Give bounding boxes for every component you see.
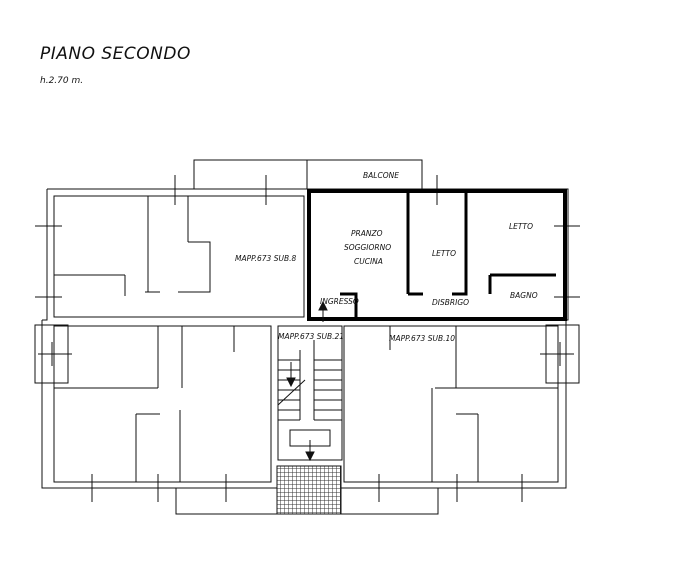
highlighted-unit [307, 189, 567, 321]
upper-outer-wall [42, 188, 569, 321]
label-ingresso: INGRESSO [320, 297, 359, 306]
stairwell [277, 325, 343, 461]
label-cucina: CUCINA [354, 257, 383, 266]
page-title: PIANO SECONDO [40, 44, 191, 64]
lower-outer-wall [41, 320, 567, 489]
label-sub21: MAPP.673 SUB.21 [278, 332, 344, 341]
stair-grid [276, 465, 342, 515]
label-balcone: BALCONE [363, 171, 399, 180]
label-letto-a: LETTO [432, 249, 456, 258]
label-letto-b: LETTO [509, 222, 533, 231]
label-sub10: MAPP.673 SUB.10 [389, 334, 455, 343]
label-sub8: MAPP.673 SUB.8 [235, 254, 296, 263]
label-pranzo: PRANZO [351, 229, 383, 238]
label-disbrigo: DISBRIGO [432, 298, 469, 307]
unit-sub8-outline [53, 195, 305, 318]
label-soggiorno: SOGGIORNO [344, 243, 391, 252]
unit-left-lower [53, 325, 272, 483]
height-note: h.2.70 m. [40, 76, 84, 86]
unit-sub10-outline [343, 325, 559, 483]
label-bagno: BAGNO [510, 291, 538, 300]
